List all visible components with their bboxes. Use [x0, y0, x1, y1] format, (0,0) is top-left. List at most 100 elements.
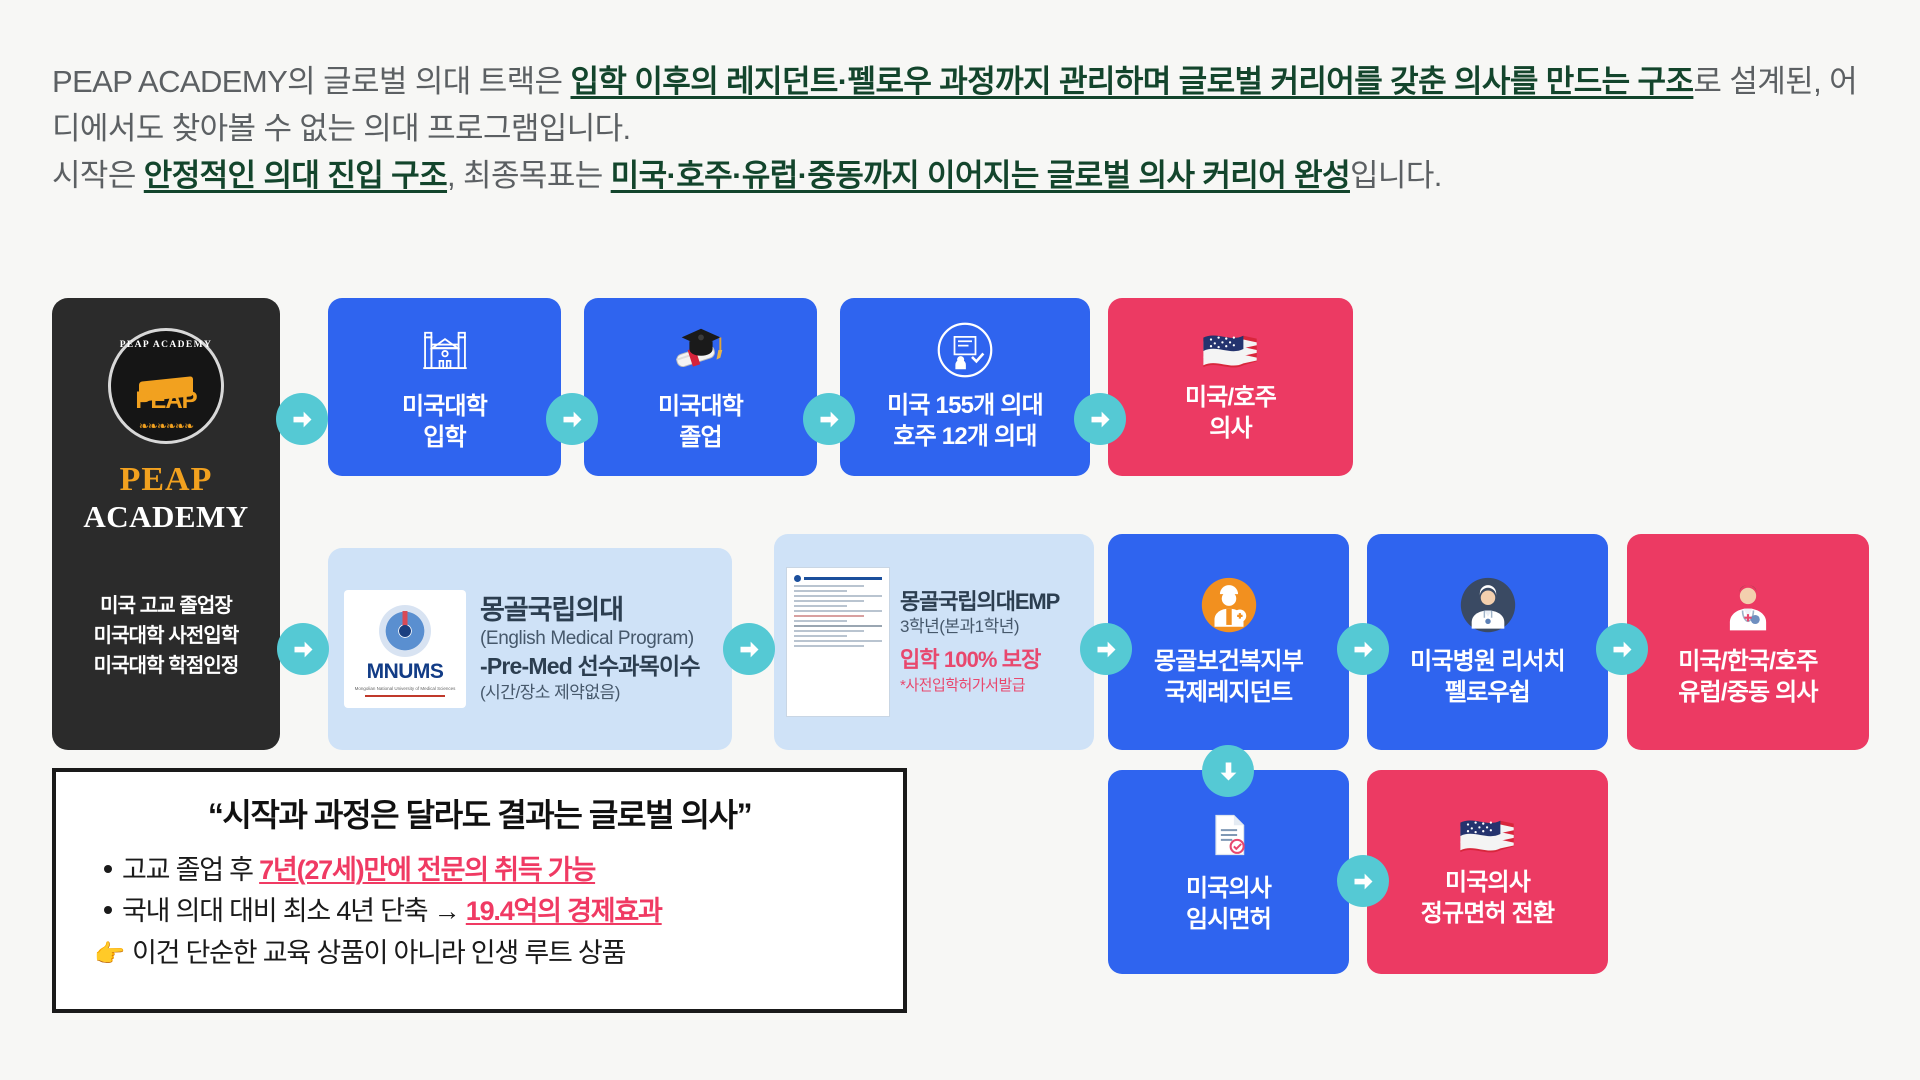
- track-card-label: 미국대학 입학: [401, 392, 488, 451]
- headline-text-b: 로 설계된, 어디에서도 찾아볼 수 없는 의대 프로그램입니다.: [52, 64, 1858, 147]
- certificate-line: [794, 625, 882, 627]
- mnums-note: (시간/장소 제약없음): [480, 682, 620, 702]
- seal-arc-text: PEAP ACADEMY: [119, 340, 213, 350]
- track-card-label: 미국의사 정규면허 전환: [1420, 868, 1555, 927]
- certificate-line: [794, 600, 865, 602]
- track-card-us-hospital-fellowship[interactable]: 미국병원 리서치 펠로우쉽: [1367, 534, 1608, 750]
- certificate-line: [794, 585, 865, 587]
- brand-benefit-list: 미국 고교 졸업장 미국대학 사전입학 미국대학 학점인정: [93, 594, 240, 677]
- track-card-temporary-license[interactable]: 미국의사 임시면허: [1108, 770, 1349, 974]
- arrow-emp-to-residency: [1080, 623, 1132, 675]
- headline-line-2: 시작은 안정적인 의대 진입 구조, 최종목표는 미국·호주·유럽·중동까지 이…: [52, 152, 1882, 199]
- admission-certificate-icon: [786, 567, 890, 717]
- track-card-label: 미국/호주 의사: [1185, 383, 1277, 442]
- arrow-fellowship-to-global-doctor: [1596, 623, 1648, 675]
- headline-highlight-2: 안정적인 의대 진입 구조: [143, 158, 448, 194]
- certificate-line: [794, 595, 882, 597]
- track-card-label: 미국의사 임시면허: [1185, 874, 1272, 933]
- page-headline: PEAP ACADEMY의 글로벌 의대 트랙은 입학 이후의 레지던트·펠로우…: [52, 58, 1882, 199]
- global-doctor-icon: [1719, 576, 1777, 634]
- track-card-medical-school-count[interactable]: 미국 155개 의대 호주 12개 의대: [840, 298, 1090, 476]
- certificate-line: [794, 615, 865, 617]
- arrow-residency-down-to-license: [1202, 745, 1254, 797]
- brand-name-top: PEAP: [119, 461, 213, 498]
- university-icon: [416, 321, 474, 379]
- usa-flag-icon: [1458, 815, 1518, 855]
- arrow-brand-to-mnums: [277, 623, 329, 675]
- mnums-premed-line: -Pre-Med 선수과목이수: [480, 653, 701, 680]
- emp-text-block: 몽골국립의대EMP 3학년(본과1학년) 입학 100% 보장 *사전입학허가서…: [900, 588, 1060, 696]
- arrow-mnums-to-emp: [723, 623, 775, 675]
- track-card-us-australia-doctor[interactable]: 미국/호주 의사: [1108, 298, 1353, 476]
- certificate-line: [794, 645, 865, 647]
- mnums-logo-rule: [365, 694, 445, 697]
- certificate-line: [794, 610, 882, 612]
- certificate-line: [794, 590, 847, 592]
- laurel-icon: ❧❧❧❧❧❧: [138, 419, 194, 433]
- medical-school-admission-icon: [937, 322, 993, 378]
- arrow-admission-to-graduation: [546, 393, 598, 445]
- arrow-residency-to-fellowship: [1337, 623, 1389, 675]
- track-card-label: 미국대학 졸업: [657, 392, 744, 451]
- summary-quote: “시작과 과정은 달라도 결과는 글로벌 의사”: [207, 797, 753, 833]
- track-card-label: 미국 155개 의대 호주 12개 의대: [887, 391, 1044, 450]
- track-card-label: 미국/한국/호주 유럽/중동 의사: [1678, 647, 1818, 706]
- mnums-subtitle: (English Medical Program): [480, 628, 694, 650]
- brand-card: PEAP ACADEMY PEAP ❧❧❧❧❧❧ PEAP ACADEMY 미국…: [52, 298, 280, 750]
- summary-last-text: 이건 단순한 교육 상품이 아니라 인생 루트 상품: [131, 938, 626, 968]
- track-card-us-university-graduation[interactable]: 미국대학 졸업: [584, 298, 817, 476]
- track-card-global-doctor[interactable]: 미국/한국/호주 유럽/중동 의사: [1627, 534, 1869, 750]
- headline-highlight-3: 미국·호주·유럽·중동까지 이어지는 글로벌 의사 커리어 완성: [610, 158, 1351, 194]
- mnums-emblem-icon: [379, 605, 431, 658]
- arrow-brand-to-admission: [276, 393, 328, 445]
- track-card-us-university-admission[interactable]: 미국대학 입학: [328, 298, 561, 476]
- headline-text-d: , 최종목표는: [447, 158, 611, 194]
- summary-box: “시작과 과정은 달라도 결과는 글로벌 의사” 고교 졸업 후 7년(27세)…: [52, 768, 907, 1013]
- peap-seal-logo: PEAP ACADEMY PEAP ❧❧❧❧❧❧: [108, 328, 224, 444]
- summary-bullet-2-text: 국내 의대 대비 최소 4년 단축 → 19.4억의 경제효과: [122, 891, 663, 932]
- bullet-2-emphasis: 19.4억의 경제효과: [465, 895, 663, 926]
- bullet-2-prefix: 국내 의대 대비 최소 4년 단축 →: [122, 895, 466, 926]
- emp-year: 3학년(본과1학년): [900, 617, 1020, 637]
- summary-pointer-line: 👉 이건 단순한 교육 상품이 아니라 인생 루트 상품: [82, 933, 877, 974]
- arrow-graduation-to-medschool: [803, 393, 855, 445]
- brand-name-bottom: ACADEMY: [83, 499, 249, 535]
- track-card-label: 미국병원 리서치 펠로우쉽: [1410, 647, 1566, 706]
- certificate-seal-dot: [794, 575, 801, 582]
- pointing-hand-icon: 👉: [94, 940, 125, 968]
- arrow-temp-to-full-license: [1337, 855, 1389, 907]
- usa-flag-icon: [1201, 330, 1261, 370]
- summary-bullet-1: 고교 졸업 후 7년(27세)만에 전문의 취득 가능: [82, 850, 877, 891]
- mnums-wordmark: MNUMS: [366, 660, 444, 684]
- certificate-line: [794, 620, 847, 622]
- summary-bullet-1-text: 고교 졸업 후 7년(27세)만에 전문의 취득 가능: [122, 850, 596, 891]
- bullet-dot-icon: [104, 905, 112, 914]
- certificate-title-bar: [804, 577, 882, 580]
- mnums-text-block: 몽골국립의대 (English Medical Program) -Pre-Me…: [480, 594, 701, 704]
- certificate-line: [794, 635, 847, 637]
- headline-text-e: 입니다.: [1349, 158, 1442, 194]
- mnums-program-card[interactable]: MNUMS Mongolian National University of M…: [328, 548, 732, 750]
- health-ministry-worker-icon: [1200, 576, 1258, 634]
- track-card-full-license[interactable]: 미국의사 정규면허 전환: [1367, 770, 1608, 974]
- arrow-medschool-to-doctor: [1074, 393, 1126, 445]
- headline-highlight-1: 입학 이후의 레지던트·펠로우 과정까지 관리하며 글로벌 커리어를 갖춘 의사…: [570, 64, 1694, 99]
- bullet-1-prefix: 고교 졸업 후: [122, 855, 260, 885]
- track-card-mongolia-residency[interactable]: 몽골보건복지부 국제레지던트: [1108, 534, 1349, 750]
- emp-guarantee: 입학 100% 보장: [900, 647, 1041, 672]
- bullet-1-emphasis: 7년(27세)만에 전문의 취득 가능: [259, 855, 596, 885]
- mnums-logo-subtitle: Mongolian National University of Medical…: [354, 686, 456, 692]
- mnums-title: 몽골국립의대: [480, 594, 624, 625]
- emp-note: *사전입학허가서발급: [900, 676, 1026, 694]
- headline-line-1: PEAP ACADEMY의 글로벌 의대 트랙은 입학 이후의 레지던트·펠로우…: [52, 58, 1882, 152]
- certificate-header: [794, 575, 882, 582]
- track-card-label: 몽골보건복지부 국제레지던트: [1154, 647, 1304, 706]
- summary-bullet-2: 국내 의대 대비 최소 4년 단축 → 19.4억의 경제효과: [82, 891, 877, 932]
- headline-text-a: PEAP ACADEMY의 글로벌 의대 트랙은: [52, 64, 571, 99]
- mnums-logo: MNUMS Mongolian National University of M…: [344, 590, 466, 708]
- bullet-dot-icon: [104, 865, 112, 873]
- emp-guarantee-card[interactable]: 몽골국립의대EMP 3학년(본과1학년) 입학 100% 보장 *사전입학허가서…: [774, 534, 1094, 750]
- certificate-line: [794, 605, 847, 607]
- graduation-cap-diploma-icon: [670, 321, 732, 379]
